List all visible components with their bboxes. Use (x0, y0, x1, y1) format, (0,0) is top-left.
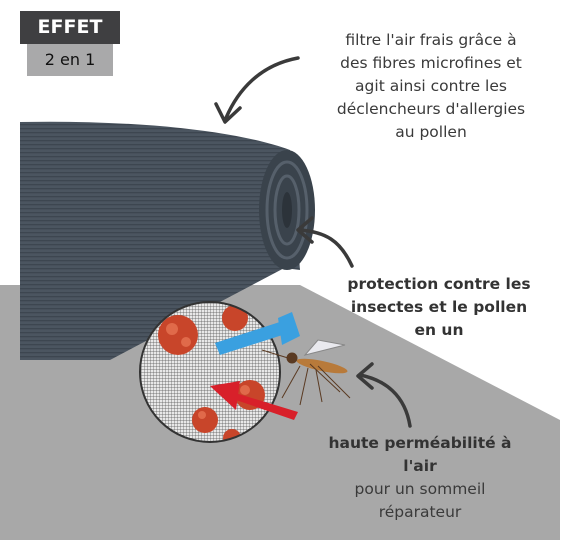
mesh-sheet (20, 232, 290, 360)
callout-line: filtre l'air frais grâce à (345, 31, 517, 49)
callout-line: agit ainsi contre les (355, 77, 507, 95)
callout-line: pour un sommeil (354, 480, 486, 498)
callout-line: insectes et le pollen (350, 298, 528, 316)
callout-line: des fibres microfines et (340, 54, 522, 72)
callout-line: déclencheurs d'allergies (336, 100, 526, 118)
callout-line: réparateur (378, 503, 462, 521)
callout-line: en un (414, 321, 464, 339)
badge-title: EFFET (20, 11, 120, 44)
callout-line-bold: haute perméabilité à (328, 434, 512, 452)
callout-permeability: haute perméabilité à l'air pour un somme… (300, 432, 540, 524)
mosquito-icon (261, 339, 351, 406)
callout-line-bold: l'air (403, 457, 437, 475)
callout-filter: filtre l'air frais grâce à des fibres mi… (296, 29, 566, 144)
badge-subtitle: 2 en 1 (27, 44, 113, 76)
callout-line: au pollen (395, 123, 467, 141)
mesh-roll (20, 121, 300, 270)
pointer-arrows (214, 56, 412, 428)
pollen-arrow-red (232, 392, 298, 420)
callout-line: protection contre les (347, 275, 531, 293)
air-arrow-blue (215, 318, 298, 355)
callout-protection: protection contre les insectes et le pol… (326, 273, 552, 342)
effect-badge: EFFET 2 en 1 (20, 11, 120, 76)
